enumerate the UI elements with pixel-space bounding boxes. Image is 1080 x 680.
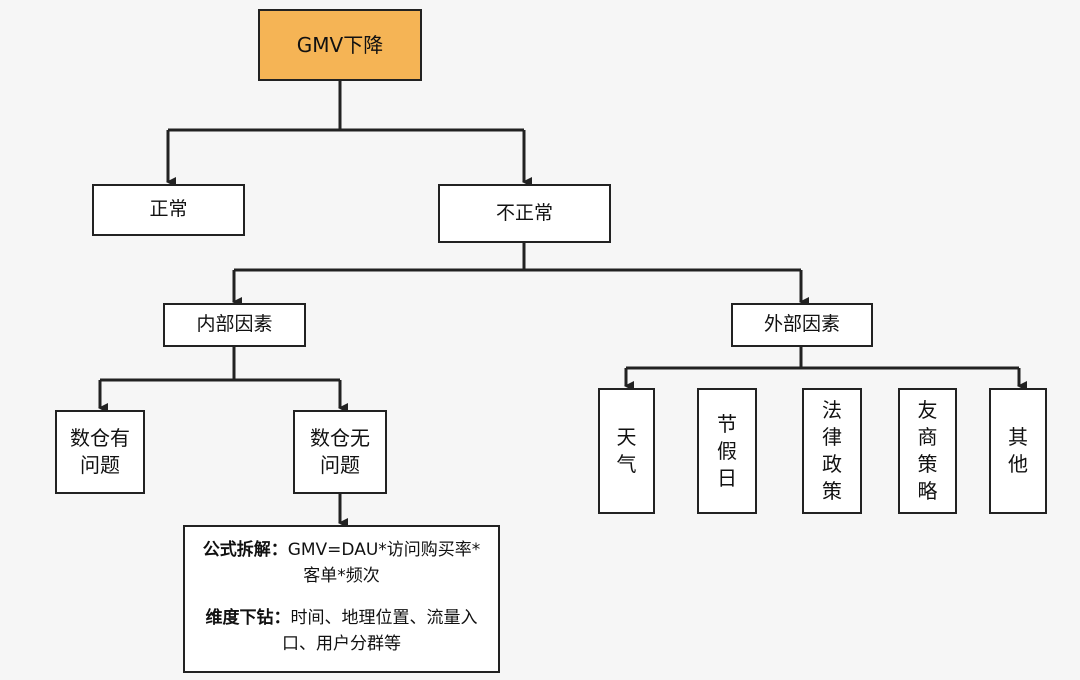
dw-issue-label: 数仓有问题: [70, 426, 130, 477]
node-internal-factors: 内部因素: [163, 303, 306, 347]
analysis-note: 公式拆解：GMV=DAU*访问购买率*客单*频次 维度下钻：时间、地理位置、流量…: [183, 525, 500, 673]
external-item-label: 其他: [1008, 425, 1028, 476]
drill-line: 维度下钻：时间、地理位置、流量入口、用户分群等: [197, 605, 486, 657]
node-abnormal: 不正常: [438, 184, 611, 243]
normal-label: 正常: [149, 198, 188, 221]
dw-no-issue-label: 数仓无问题: [310, 426, 370, 477]
external-item-label: 天气: [616, 425, 637, 476]
external-item-label: 节假日: [717, 411, 737, 490]
drill-label: 维度下钻：: [205, 608, 291, 628]
node-law-policy: 法律政策: [802, 388, 862, 514]
internal-label: 内部因素: [196, 313, 273, 336]
external-item-label: 友商策略: [917, 398, 938, 503]
note-spacer: [197, 589, 486, 605]
node-dw-has-issue: 数仓有问题: [55, 410, 145, 494]
node-other: 其他: [989, 388, 1047, 514]
node-competitor-strategy: 友商策略: [898, 388, 957, 514]
node-dw-no-issue: 数仓无问题: [293, 410, 387, 494]
root-node: GMV下降: [258, 9, 422, 81]
node-normal: 正常: [92, 184, 245, 236]
formula-text: GMV=DAU*访问购买率*客单*频次: [287, 540, 481, 586]
external-label: 外部因素: [763, 313, 840, 336]
node-holiday: 节假日: [697, 388, 757, 514]
node-external-factors: 外部因素: [731, 303, 873, 347]
node-weather: 天气: [598, 388, 655, 514]
drill-text: 时间、地理位置、流量入口、用户分群等: [282, 608, 478, 654]
formula-label: 公式拆解：: [202, 540, 288, 560]
abnormal-label: 不正常: [495, 201, 553, 224]
external-item-label: 法律政策: [822, 398, 842, 503]
root-label: GMV下降: [296, 32, 384, 57]
formula-line: 公式拆解：GMV=DAU*访问购买率*客单*频次: [197, 537, 486, 589]
